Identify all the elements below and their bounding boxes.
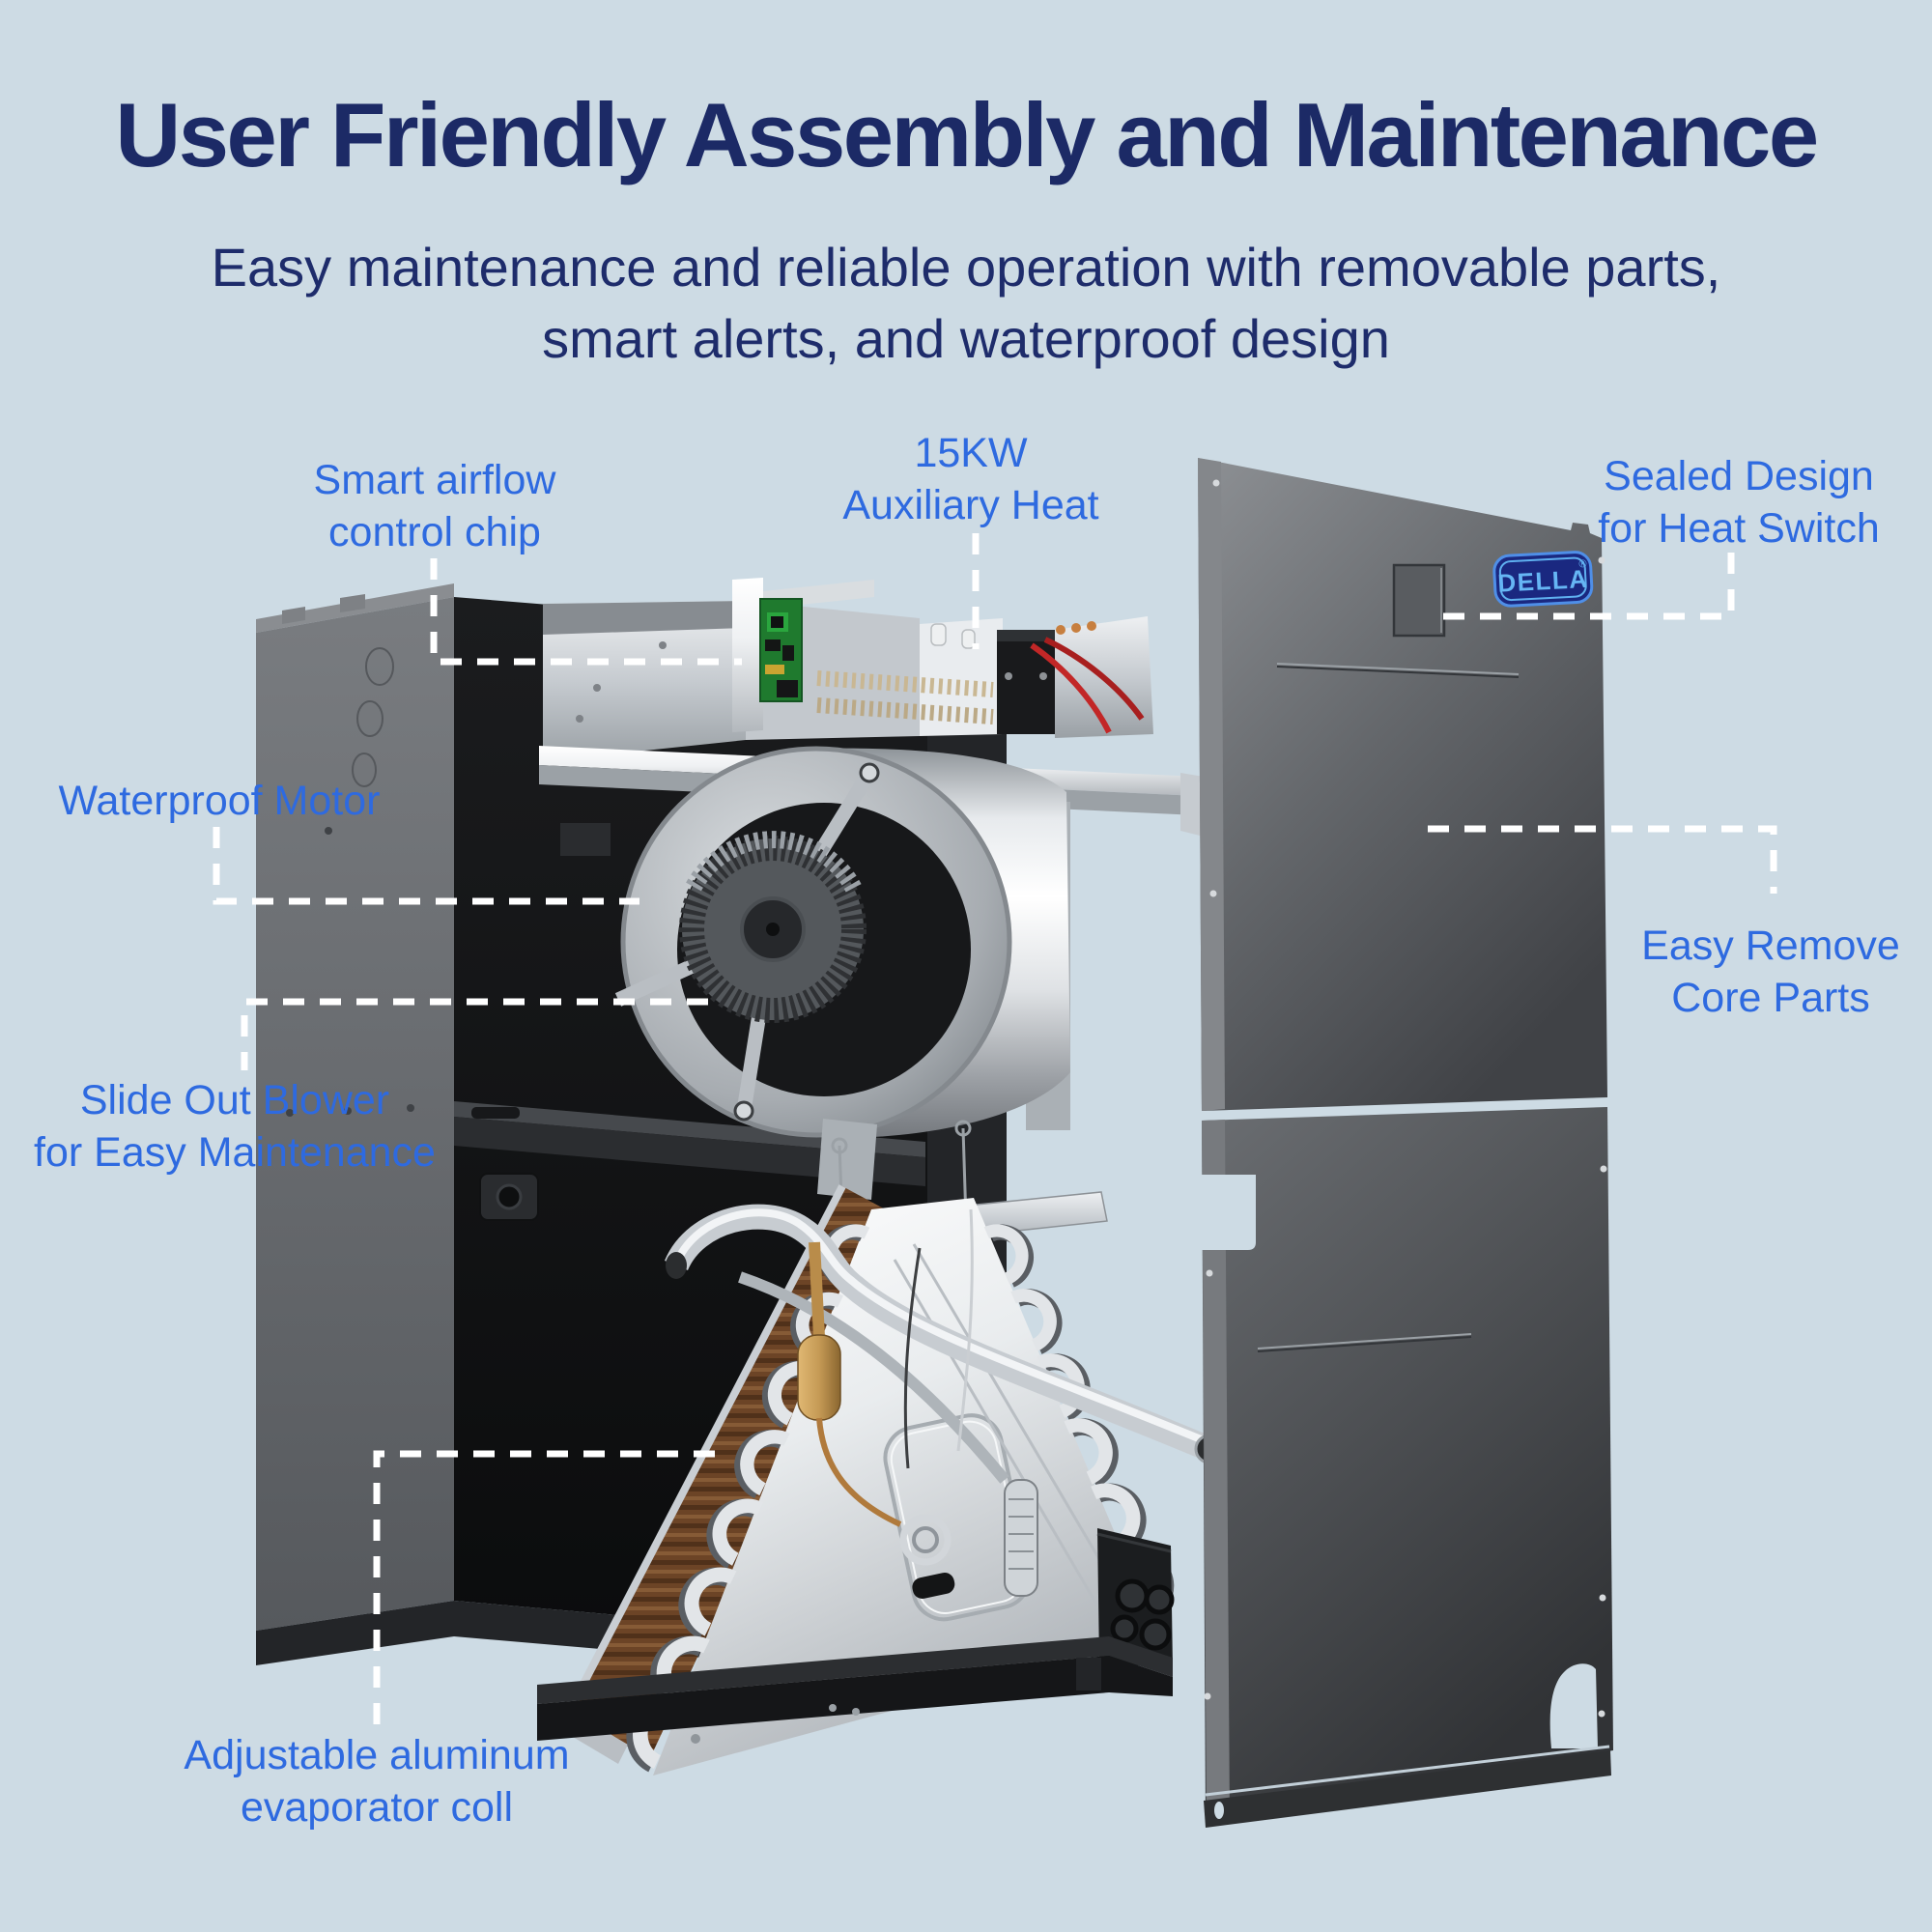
callout-easy-remove-core-parts: Easy Remove Core Parts: [1641, 923, 1900, 1021]
callout-line-sealed-design: [1428, 553, 1735, 620]
callout-auxiliary-heat: 15KW Auxiliary Heat: [842, 430, 1099, 528]
page-subtitle: Easy maintenance and reliable operation …: [212, 232, 1721, 375]
callout-smart-airflow-chip: Smart airflow control chip: [313, 457, 556, 555]
panel-crease-lines: [1257, 663, 1520, 1352]
subtitle-line-2: smart alerts, and waterproof design: [542, 308, 1390, 369]
heat-switch-cover: [1392, 563, 1446, 638]
page-title: User Friendly Assembly and Maintenance: [115, 84, 1819, 185]
della-logo-badge: DELLA ®: [1492, 551, 1594, 608]
brass-muffler: [797, 1334, 841, 1421]
blower-motor: [679, 831, 867, 1023]
evaporator-coil: [537, 1120, 1225, 1776]
front-panel-upper: [1198, 458, 1607, 1111]
callout-line-easy-remove: [1428, 825, 1777, 894]
della-logo-text: DELLA: [1497, 564, 1590, 598]
callout-line-smart-airflow: [430, 558, 742, 666]
panel-cable-notch: [1549, 1663, 1598, 1748]
panel-bottom-flange: [1204, 1750, 1611, 1828]
drain-pipe-fittings: [1110, 1578, 1175, 1651]
distributor: [1004, 1479, 1038, 1597]
subtitle-line-1: Easy maintenance and reliable operation …: [211, 237, 1721, 298]
registered-mark: ®: [1578, 558, 1587, 570]
control-duct: [543, 601, 746, 761]
cabinet-divider-shelf: [454, 1101, 925, 1186]
blower-assembly: [614, 746, 1070, 1200]
panel-handle-notch: [1202, 1175, 1256, 1250]
cabinet-left-wall: [256, 597, 454, 1631]
front-panel: DELLA ®: [1198, 458, 1613, 1828]
cabinet-latch: [479, 1173, 539, 1221]
blower-support: [817, 1119, 877, 1200]
callout-sealed-design: Sealed Design for Heat Switch: [1598, 453, 1880, 552]
callout-waterproof-motor: Waterproof Motor: [58, 778, 381, 824]
control-chip-pcb: [732, 578, 874, 732]
front-panel-lower: [1202, 1107, 1613, 1824]
panel-screws: [1204, 479, 1607, 1718]
callout-slide-out-blower: Slide Out Blower for Easy Maintenance: [34, 1077, 436, 1176]
callout-line-evaporator-coil: [373, 1450, 715, 1727]
auxiliary-heater: [816, 616, 1153, 738]
callout-evaporator-coil: Adjustable aluminum evaporator coll: [184, 1732, 570, 1831]
callout-line-slide-out-blower: [241, 998, 708, 1070]
drain-pan: [537, 1528, 1175, 1741]
callout-line-waterproof-motor: [213, 827, 639, 905]
